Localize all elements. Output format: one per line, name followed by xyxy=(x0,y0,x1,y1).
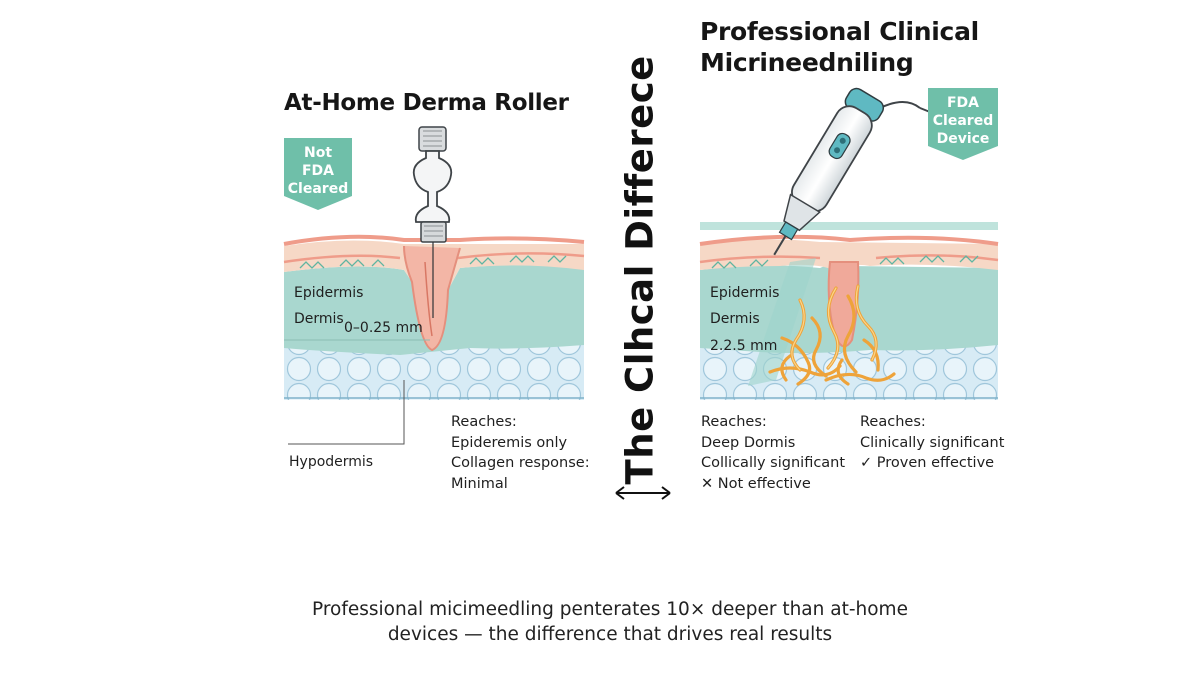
microneedling-pen-icon xyxy=(773,87,931,256)
hypodermis-pointer-line xyxy=(288,380,405,445)
right-title-line-1: Professional Clinical xyxy=(700,17,979,46)
vertical-title: The Clhcal Differece xyxy=(618,55,662,485)
right-epidermis-label: Epidermis xyxy=(710,285,780,301)
fda-cleared-badge: FDA Cleared Device xyxy=(932,95,994,147)
right-depth-label: 2.2.5 mm xyxy=(710,338,778,354)
right-reaches-info-right: Reaches: Clinically significant ✓ Proven… xyxy=(860,414,1005,471)
hypodermis-label: Hypodermis xyxy=(289,454,374,470)
left-panel-title: At-Home Derma Roller xyxy=(284,90,569,116)
right-skin-cross-section xyxy=(699,222,999,400)
not-fda-badge: Not FDA Cleared xyxy=(287,145,349,197)
left-dermis-label: Dermis xyxy=(294,311,344,327)
right-epidermis xyxy=(700,239,998,272)
right-title-line-2: Micrineedniling xyxy=(700,48,914,77)
double-arrow-icon xyxy=(615,486,671,500)
left-epidermis-label: Epidermis xyxy=(294,285,364,301)
left-depth-label: 0–0.25 mm xyxy=(344,320,423,336)
left-reaches-info: Reaches: Epideremis only Collagen respon… xyxy=(451,414,590,492)
bottom-caption: Professional micimeedling penterates 10×… xyxy=(312,599,908,645)
right-reaches-info-left: Reaches: Deep Dormis Collically signific… xyxy=(701,414,846,492)
fda-cleared-badge-shape xyxy=(928,88,998,160)
right-dermis-label: Dermis xyxy=(710,311,760,327)
derma-roller-icon xyxy=(412,126,453,318)
not-fda-badge-shape xyxy=(284,138,352,210)
left-dermis xyxy=(284,265,584,355)
right-panel-title: Professional Clinical Micrineedniling xyxy=(700,16,979,78)
